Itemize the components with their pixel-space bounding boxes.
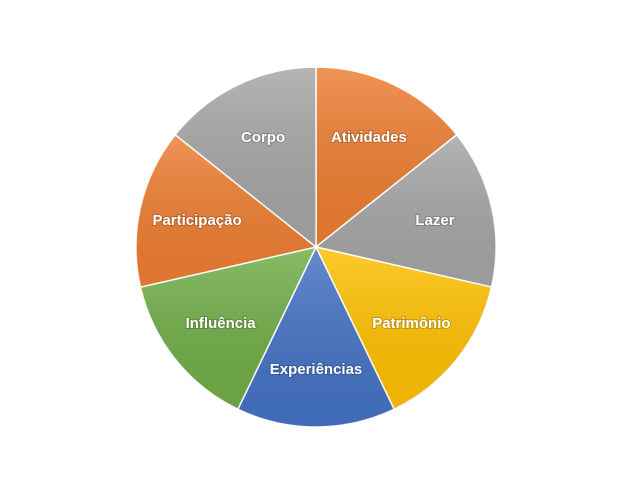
pie-slices	[135, 66, 497, 428]
pie-label-influência: Influência	[186, 315, 257, 332]
pie-slice-shade	[175, 67, 316, 247]
pie-label-experiências: Experiências	[270, 361, 363, 378]
pie-slice-shade	[316, 247, 492, 410]
pie-label-participação: Participação	[152, 212, 241, 229]
pie-label-atividades: Atividades	[331, 129, 407, 146]
pie-slice-shade	[135, 134, 316, 288]
pie-slice-shade	[316, 67, 457, 247]
pie-label-patrimônio: Patrimônio	[372, 315, 450, 332]
pie-label-corpo: Corpo	[241, 129, 285, 146]
pie-slice-shade	[316, 134, 497, 288]
pie-label-lazer: Lazer	[415, 212, 454, 229]
pie-slice-shade	[237, 247, 395, 427]
pie-slice-shade	[140, 247, 316, 410]
